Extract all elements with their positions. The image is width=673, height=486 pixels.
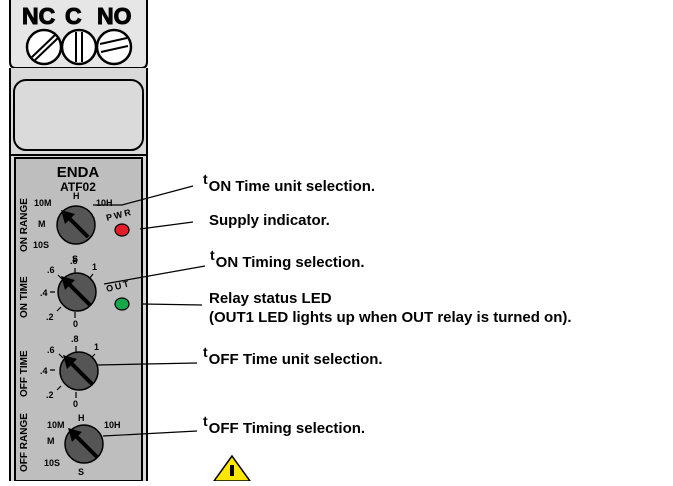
off-range-title: OFF RANGE (19, 413, 30, 472)
off-time-tick-6: .6 (47, 345, 55, 355)
off-time-tick-8: .8 (71, 334, 79, 344)
screw-c-icon (60, 28, 98, 66)
off-range-tick-10h: 10H (104, 420, 121, 430)
off-range-tick-s: S (78, 467, 84, 477)
on-range-tick-m: M (38, 219, 46, 229)
pwr-led-indicator (114, 223, 130, 237)
t-prefix: t (210, 247, 215, 263)
off-range-dial[interactable]: OFF RANGE 10M H 10H M 10S S (19, 413, 121, 477)
terminal-no-label: NO (97, 3, 132, 29)
off-range-tick-m: M (47, 436, 55, 446)
screw-nc-icon (25, 28, 63, 66)
off-time-unit-text: OFF Time unit selection. (208, 351, 383, 368)
on-time-unit-annotation: tON Time unit selection. (203, 171, 376, 196)
off-time-tick-4: .4 (40, 366, 48, 376)
model-label: ATF02 (60, 180, 96, 194)
t-prefix: t (203, 171, 208, 187)
off-range-tick-10s: 10S (44, 458, 60, 468)
on-timing-text: ON Timing selection. (215, 254, 365, 271)
on-time-tick-1: 1 (92, 262, 97, 272)
off-time-tick-0: 0 (73, 399, 78, 409)
on-time-tick-2: .2 (46, 312, 54, 322)
on-range-tick-10h: 10H (96, 198, 113, 208)
on-range-dial[interactable]: ON RANGE 10M H 10H M 10S S (19, 191, 113, 264)
off-time-tick-2: .2 (46, 390, 54, 400)
out-led-indicator (114, 297, 130, 311)
on-time-title: ON TIME (19, 276, 30, 318)
on-time-tick-6: .6 (47, 265, 55, 275)
relay-status-annotation-line1: Relay status LED (209, 290, 332, 307)
off-timing-text: OFF Timing selection. (208, 420, 366, 437)
on-range-tick-s: S (72, 254, 78, 264)
on-timing-annotation: tON Timing selection. (210, 247, 365, 272)
terminal-block: NC C NO (9, 0, 148, 69)
off-time-title: OFF TIME (19, 350, 30, 397)
leader-lines (93, 185, 206, 437)
off-range-tick-h: H (78, 413, 85, 423)
on-time-tick-4: .4 (40, 288, 48, 298)
on-range-tick-10m: 10M (34, 198, 52, 208)
on-time-tick-8: .8 (70, 256, 78, 266)
on-range-tick-10s: 10S (33, 240, 49, 250)
screw-no-icon (95, 28, 133, 66)
terminal-nc-label: NC (22, 3, 55, 29)
terminal-c-label: C (65, 3, 82, 29)
t-prefix: t (203, 413, 208, 429)
warning-triangle-icon (212, 454, 252, 482)
t-prefix: t (203, 344, 208, 360)
relay-status-annotation-line2: (OUT1 LED lights up when OUT relay is tu… (209, 309, 572, 326)
off-time-unit-annotation: tOFF Time unit selection. (203, 344, 383, 369)
off-timing-annotation: tOFF Timing selection. (203, 413, 366, 438)
brand-label: ENDA (57, 164, 100, 181)
on-time-tick-0: 0 (73, 319, 78, 329)
on-time-dial[interactable]: ON TIME .8 .6 1 .4 .2 0 (19, 256, 97, 329)
on-time-unit-text: ON Time unit selection. (208, 178, 376, 195)
supply-indicator-annotation: Supply indicator. (209, 212, 330, 229)
off-time-dial[interactable]: OFF TIME .8 .6 1 .4 .2 0 (19, 334, 99, 409)
on-range-tick-h: H (73, 191, 80, 201)
off-time-tick-1: 1 (94, 342, 99, 352)
on-range-title: ON RANGE (19, 198, 30, 252)
off-range-tick-10m: 10M (47, 420, 65, 430)
